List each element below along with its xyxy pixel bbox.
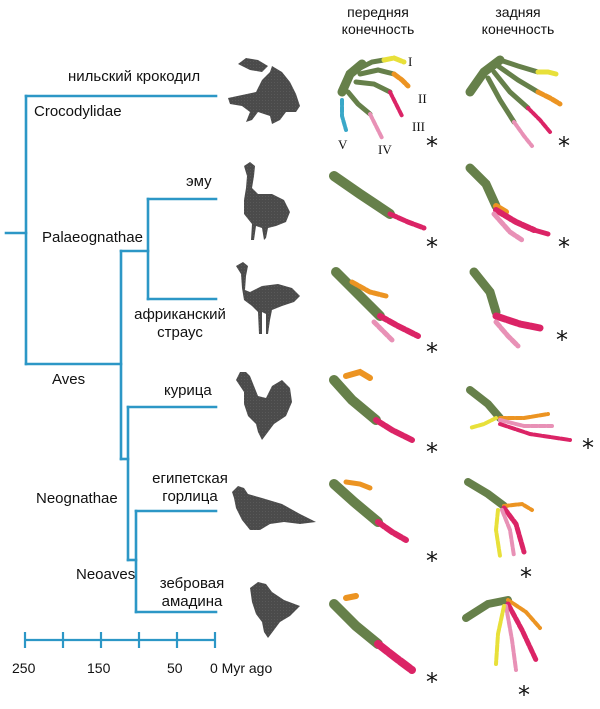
asterisk-forelimb-emu: * — [426, 233, 438, 261]
clade-label-palaeognathae: Palaeognathae — [42, 229, 143, 246]
forelimb-dove — [329, 479, 409, 543]
asterisk-forelimb-finch: * — [426, 668, 438, 696]
crocodile-silhouette — [228, 58, 300, 124]
forelimb-chicken — [329, 368, 415, 443]
clade-label-crocodylidae: Crocodylidae — [34, 103, 122, 120]
digit-label-4: IV — [378, 142, 392, 157]
clade-label-neognathae: Neognathae — [36, 490, 118, 507]
axis-tick-150: 150 — [87, 660, 111, 676]
hindlimb-column-header: задняя конечность — [481, 4, 555, 37]
forelimb-ostrich — [331, 267, 421, 343]
digit-label-2: II — [418, 91, 427, 106]
hindlimb-croc — [465, 55, 563, 148]
taxon-label-dove: египетская горлица — [152, 470, 228, 505]
time-axis — [23, 632, 217, 648]
hindlimb-finch — [462, 596, 542, 672]
forelimb-finch — [329, 593, 416, 674]
taxon-label-ostrich: африканский страус — [134, 306, 226, 341]
hindlimb-chicken — [466, 386, 572, 442]
hindlimb-ostrich — [469, 267, 544, 349]
taxon-label-chicken: курица — [164, 382, 212, 399]
asterisk-hindlimb-emu: * — [558, 233, 570, 261]
axis-tick-50: 50 — [167, 660, 183, 676]
hindlimb-dove — [464, 478, 534, 558]
hindlimb-emu — [465, 163, 551, 243]
asterisk-forelimb-chicken: * — [426, 438, 438, 466]
axis-tick-250: 250 — [12, 660, 36, 676]
clade-label-neoaves: Neoaves — [76, 566, 136, 583]
asterisk-hindlimb-chicken: * — [582, 434, 594, 462]
asterisk-hindlimb-dove: * — [520, 563, 532, 591]
axis-tick-0: 0 Myr ago — [210, 660, 273, 676]
digit-label-3: III — [412, 119, 425, 134]
taxon-label-finch: зебровая амадина — [159, 575, 225, 610]
forelimb-emu — [329, 171, 427, 231]
taxon-label-emu: эму — [186, 173, 212, 190]
asterisk-forelimb-ostrich: * — [426, 338, 438, 366]
ostrich-silhouette — [236, 262, 300, 334]
taxon-label-croc: нильский крокодил — [68, 68, 201, 85]
silhouettes — [228, 58, 316, 638]
forelimb-column-header: передняя конечность — [341, 4, 415, 37]
dove-silhouette — [232, 486, 316, 530]
finch-silhouette — [250, 582, 300, 638]
clade-label-aves: Aves — [52, 371, 86, 388]
emu-silhouette — [244, 162, 290, 240]
asterisk-forelimb-croc: * — [426, 132, 438, 160]
chicken-silhouette — [236, 372, 292, 440]
asterisk-hindlimb-ostrich: * — [556, 326, 568, 354]
asterisk-hindlimb-croc: * — [558, 132, 570, 160]
asterisk-forelimb-dove: * — [426, 547, 438, 575]
digit-label-1: I — [408, 54, 413, 69]
digit-label-5: V — [338, 137, 348, 152]
phylogenetic-tree — [4, 94, 218, 614]
forelimb-croc — [337, 55, 411, 140]
asterisk-hindlimb-finch: * — [518, 681, 530, 709]
